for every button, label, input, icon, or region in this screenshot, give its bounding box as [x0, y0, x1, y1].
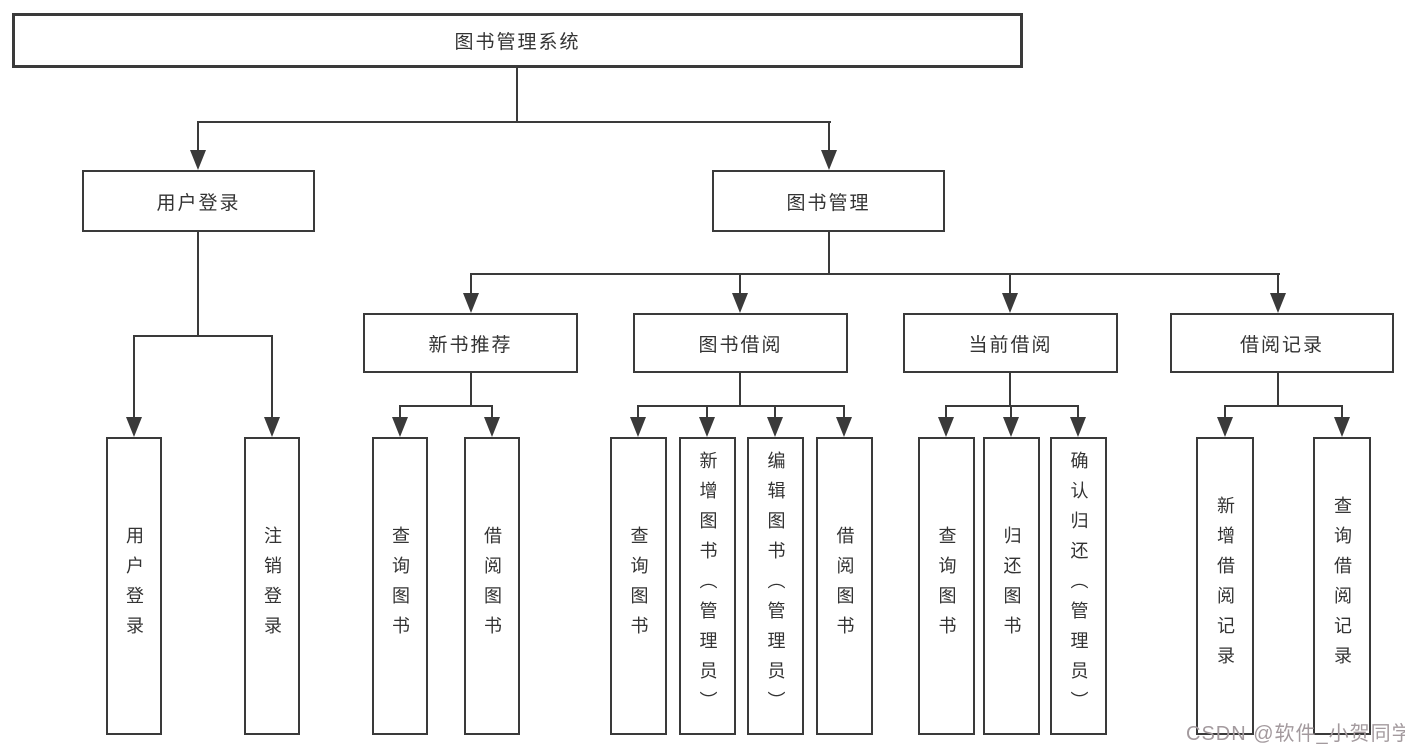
connector-newbook-leaf2-shaft [491, 405, 493, 419]
connector-bookmgmt-shaft [828, 121, 830, 152]
connector-borrow-hline [637, 405, 845, 407]
connector-newbook-leaf1-shaft [399, 405, 401, 419]
connector-bookmgmt-hline [470, 273, 1280, 275]
leaf-borrow-borrow-books-label: 借阅图书 [834, 526, 855, 646]
connector-userlogin-shaft [197, 121, 199, 152]
node-new-book-recommend: 新书推荐 [363, 313, 578, 373]
connector-records-leaf2-shaft [1341, 405, 1343, 419]
connector-borrow-leaf3-shaft [774, 405, 776, 419]
connector-current-leaf2-shaft [1010, 405, 1012, 419]
node-root-label: 图书管理系统 [454, 32, 581, 53]
connector-leaf-login-shaft [133, 335, 135, 419]
leaf-borrow-edit-books-admin-label: 编辑图书（管理员） [765, 451, 786, 721]
leaf-borrow-add-books-admin-label: 新增图书（管理员） [697, 451, 718, 721]
leaf-records-add-record-label: 新增借阅记录 [1215, 496, 1235, 676]
arrow-to-book-management [821, 150, 837, 170]
arrow-to-current-borrow [1002, 293, 1018, 313]
node-book-borrow: 图书借阅 [633, 313, 848, 373]
connector-userlogin-vline [197, 232, 199, 337]
node-current-borrow: 当前借阅 [903, 313, 1118, 373]
connector-newbook-hline [399, 405, 493, 407]
leaf-borrow-query-books: 查询图书 [610, 437, 667, 735]
node-borrow-records-label: 借阅记录 [1239, 334, 1324, 356]
connector-borrow-leaf2-shaft [706, 405, 708, 419]
leaf-newbook-query-books: 查询图书 [372, 437, 428, 735]
arrow-to-new-book [463, 293, 479, 313]
arrow-to-records-add [1217, 417, 1233, 437]
leaf-current-confirm-return-admin: 确认归还（管理员） [1050, 437, 1107, 735]
node-root: 图书管理系统 [12, 13, 1023, 68]
leaf-current-confirm-return-admin-label: 确认归还（管理员） [1068, 451, 1089, 721]
arrow-to-newbook-borrow [484, 417, 500, 437]
connector-root-vline [516, 66, 518, 123]
arrow-to-book-borrow [732, 293, 748, 313]
connector-current-leaf3-shaft [1077, 405, 1079, 419]
connector-borrow-leaf1-shaft [637, 405, 639, 419]
leaf-current-return-books-label: 归还图书 [1001, 526, 1022, 646]
node-book-management: 图书管理 [712, 170, 945, 232]
leaf-current-return-books: 归还图书 [983, 437, 1040, 735]
arrow-to-records-query [1334, 417, 1350, 437]
leaf-borrow-borrow-books: 借阅图书 [816, 437, 873, 735]
node-book-management-label: 图书管理 [786, 192, 871, 214]
connector-newbook-vline [470, 373, 472, 407]
arrow-to-leaf-logout [264, 417, 280, 437]
connector-bookmgmt-vline [828, 232, 830, 275]
arrow-to-borrow-records [1270, 293, 1286, 313]
leaf-borrow-add-books-admin: 新增图书（管理员） [679, 437, 736, 735]
csdn-watermark: CSDN @软件_小贺同学 [1186, 723, 1405, 745]
leaf-current-query-books-label: 查询图书 [936, 526, 957, 646]
connector-current-vline [1009, 373, 1011, 407]
connector-borrow-leaf4-shaft [843, 405, 845, 419]
leaf-borrow-query-books-label: 查询图书 [628, 526, 649, 646]
leaf-records-query-record-label: 查询借阅记录 [1332, 496, 1352, 676]
leaf-borrow-edit-books-admin: 编辑图书（管理员） [747, 437, 804, 735]
leaf-user-login-label: 用户登录 [124, 526, 144, 646]
arrow-to-current-confirm [1070, 417, 1086, 437]
leaf-logout-login: 注销登录 [244, 437, 300, 735]
leaf-records-query-record: 查询借阅记录 [1313, 437, 1371, 735]
arrow-to-current-query [938, 417, 954, 437]
connector-borrow-shaft [739, 273, 741, 295]
arrow-to-user-login [190, 150, 206, 170]
connector-records-leaf1-shaft [1224, 405, 1226, 419]
arrow-to-newbook-query [392, 417, 408, 437]
node-new-book-recommend-label: 新书推荐 [428, 334, 513, 356]
connector-root-hline [197, 121, 831, 123]
connector-borrow-vline [739, 373, 741, 407]
node-borrow-records: 借阅记录 [1170, 313, 1394, 373]
connector-leaf-logout-shaft [271, 335, 273, 419]
arrow-to-borrow-query [630, 417, 646, 437]
node-user-login: 用户登录 [82, 170, 315, 232]
connector-current-hline [945, 405, 1079, 407]
connector-records-vline [1277, 373, 1279, 407]
connector-records-hline [1224, 405, 1343, 407]
arrow-to-borrow-borrow [836, 417, 852, 437]
node-user-login-label: 用户登录 [156, 192, 241, 214]
node-book-borrow-label: 图书借阅 [698, 334, 783, 356]
connector-current-shaft [1009, 273, 1011, 295]
connector-newbook-shaft [470, 273, 472, 295]
leaf-newbook-borrow-books: 借阅图书 [464, 437, 520, 735]
node-current-borrow-label: 当前借阅 [968, 334, 1053, 356]
leaf-logout-login-label: 注销登录 [262, 526, 282, 646]
arrow-to-borrow-add [699, 417, 715, 437]
leaf-newbook-borrow-books-label: 借阅图书 [482, 526, 502, 646]
leaf-current-query-books: 查询图书 [918, 437, 975, 735]
connector-records-shaft [1277, 273, 1279, 295]
leaf-user-login: 用户登录 [106, 437, 162, 735]
arrow-to-current-return [1003, 417, 1019, 437]
connector-current-leaf1-shaft [945, 405, 947, 419]
leaf-newbook-query-books-label: 查询图书 [390, 526, 410, 646]
leaf-records-add-record: 新增借阅记录 [1196, 437, 1254, 735]
arrow-to-leaf-user-login [126, 417, 142, 437]
connector-userlogin-hline [133, 335, 273, 337]
arrow-to-borrow-edit [767, 417, 783, 437]
